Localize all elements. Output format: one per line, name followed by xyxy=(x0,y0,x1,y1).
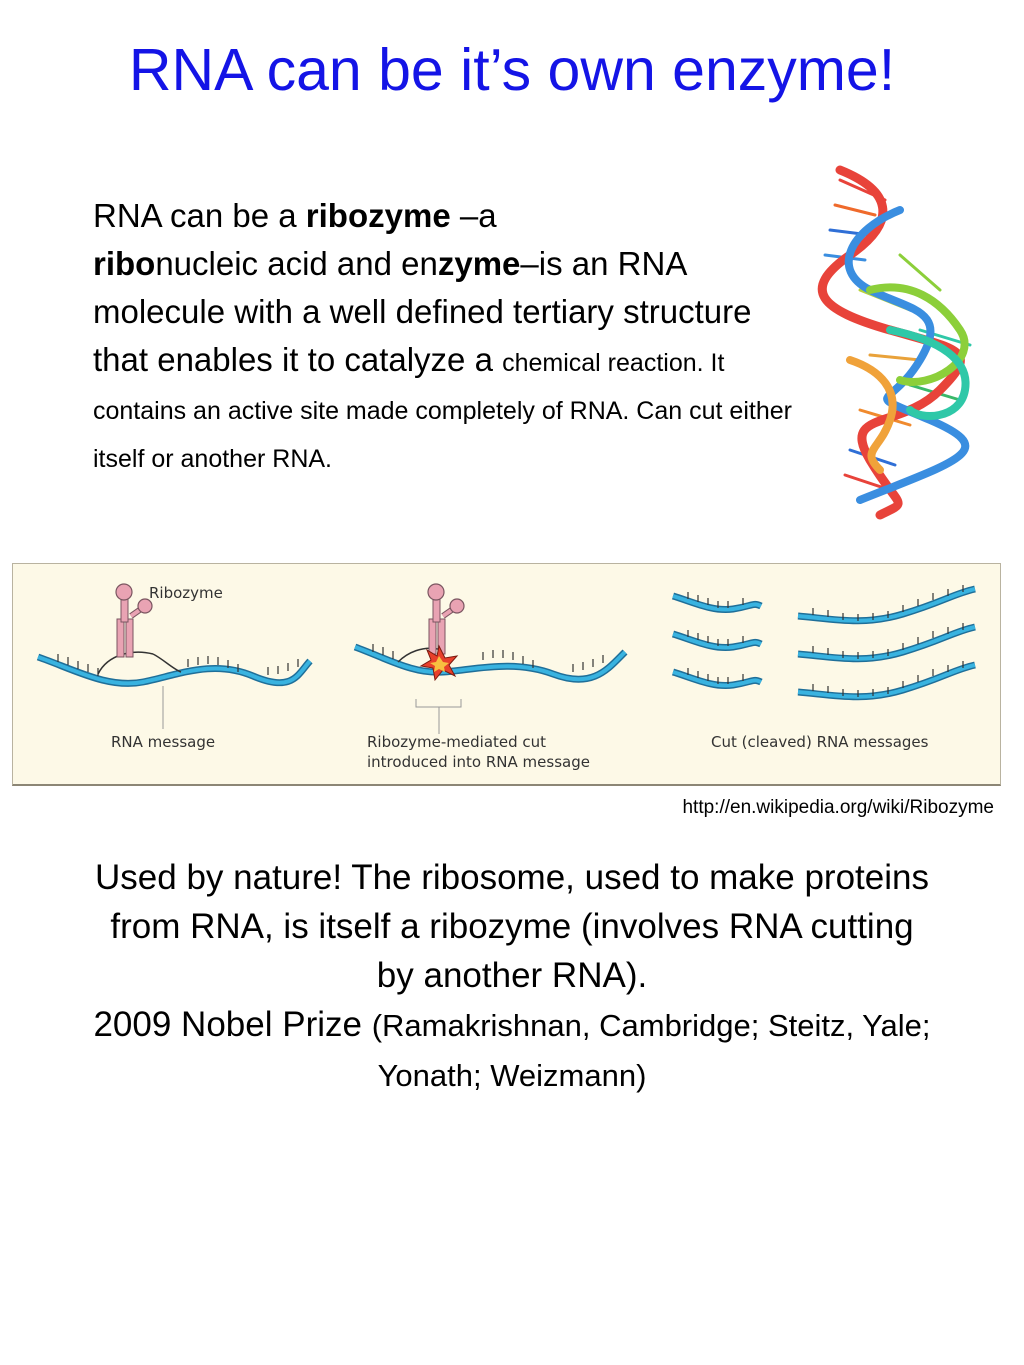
cleavage-illustration xyxy=(36,583,976,734)
intro-text-3: nucleic acid and en xyxy=(155,245,438,282)
label-cut-line-2: introduced into RNA message xyxy=(367,753,590,771)
term-zyme: zyme xyxy=(437,245,521,282)
closing-text: Used by nature! The ribosome, used to ma… xyxy=(95,858,929,995)
term-ribozyme: ribozyme xyxy=(305,197,451,234)
label-rna-message: RNA message xyxy=(111,733,216,751)
page-title: RNA can be it’s own enzyme! xyxy=(128,37,896,103)
ribozyme-cleavage-diagram: Ribozyme RNA message Ribozyme-mediated c… xyxy=(12,563,1001,786)
nobel-prize: 2009 Nobel Prize xyxy=(93,1005,372,1044)
label-ribozyme-cut: Ribozyme-mediated cut introduced into RN… xyxy=(367,732,590,772)
label-cleaved: Cut (cleaved) RNA messages xyxy=(711,733,929,751)
panel-cleaved-messages xyxy=(671,585,976,701)
panel-ribozyme-cut xyxy=(353,583,628,734)
intro-text-4: –is an RNA molecule with a well defined … xyxy=(93,245,752,378)
closing-paragraph: Used by nature! The ribosome, used to ma… xyxy=(90,853,934,1100)
intro-text-2: –a xyxy=(450,197,497,234)
term-ribo: ribo xyxy=(93,245,156,282)
source-link[interactable]: http://en.wikipedia.org/wiki/Ribozyme xyxy=(682,797,994,818)
rna-helix-icon xyxy=(817,165,972,520)
intro-text-1: RNA can be a xyxy=(93,197,306,234)
panel-rna-message xyxy=(36,583,313,729)
intro-text-5: chemical reaction. It contains an active… xyxy=(93,349,792,473)
nobel-laureates: (Ramakrishnan, Cambridge; Steitz, Yale; … xyxy=(371,1008,931,1093)
label-ribozyme: Ribozyme xyxy=(149,584,223,602)
ribozyme-definition: RNA can be a ribozyme –a ribonucleic aci… xyxy=(93,192,793,480)
label-cut-line-1: Ribozyme-mediated cut xyxy=(367,733,547,751)
